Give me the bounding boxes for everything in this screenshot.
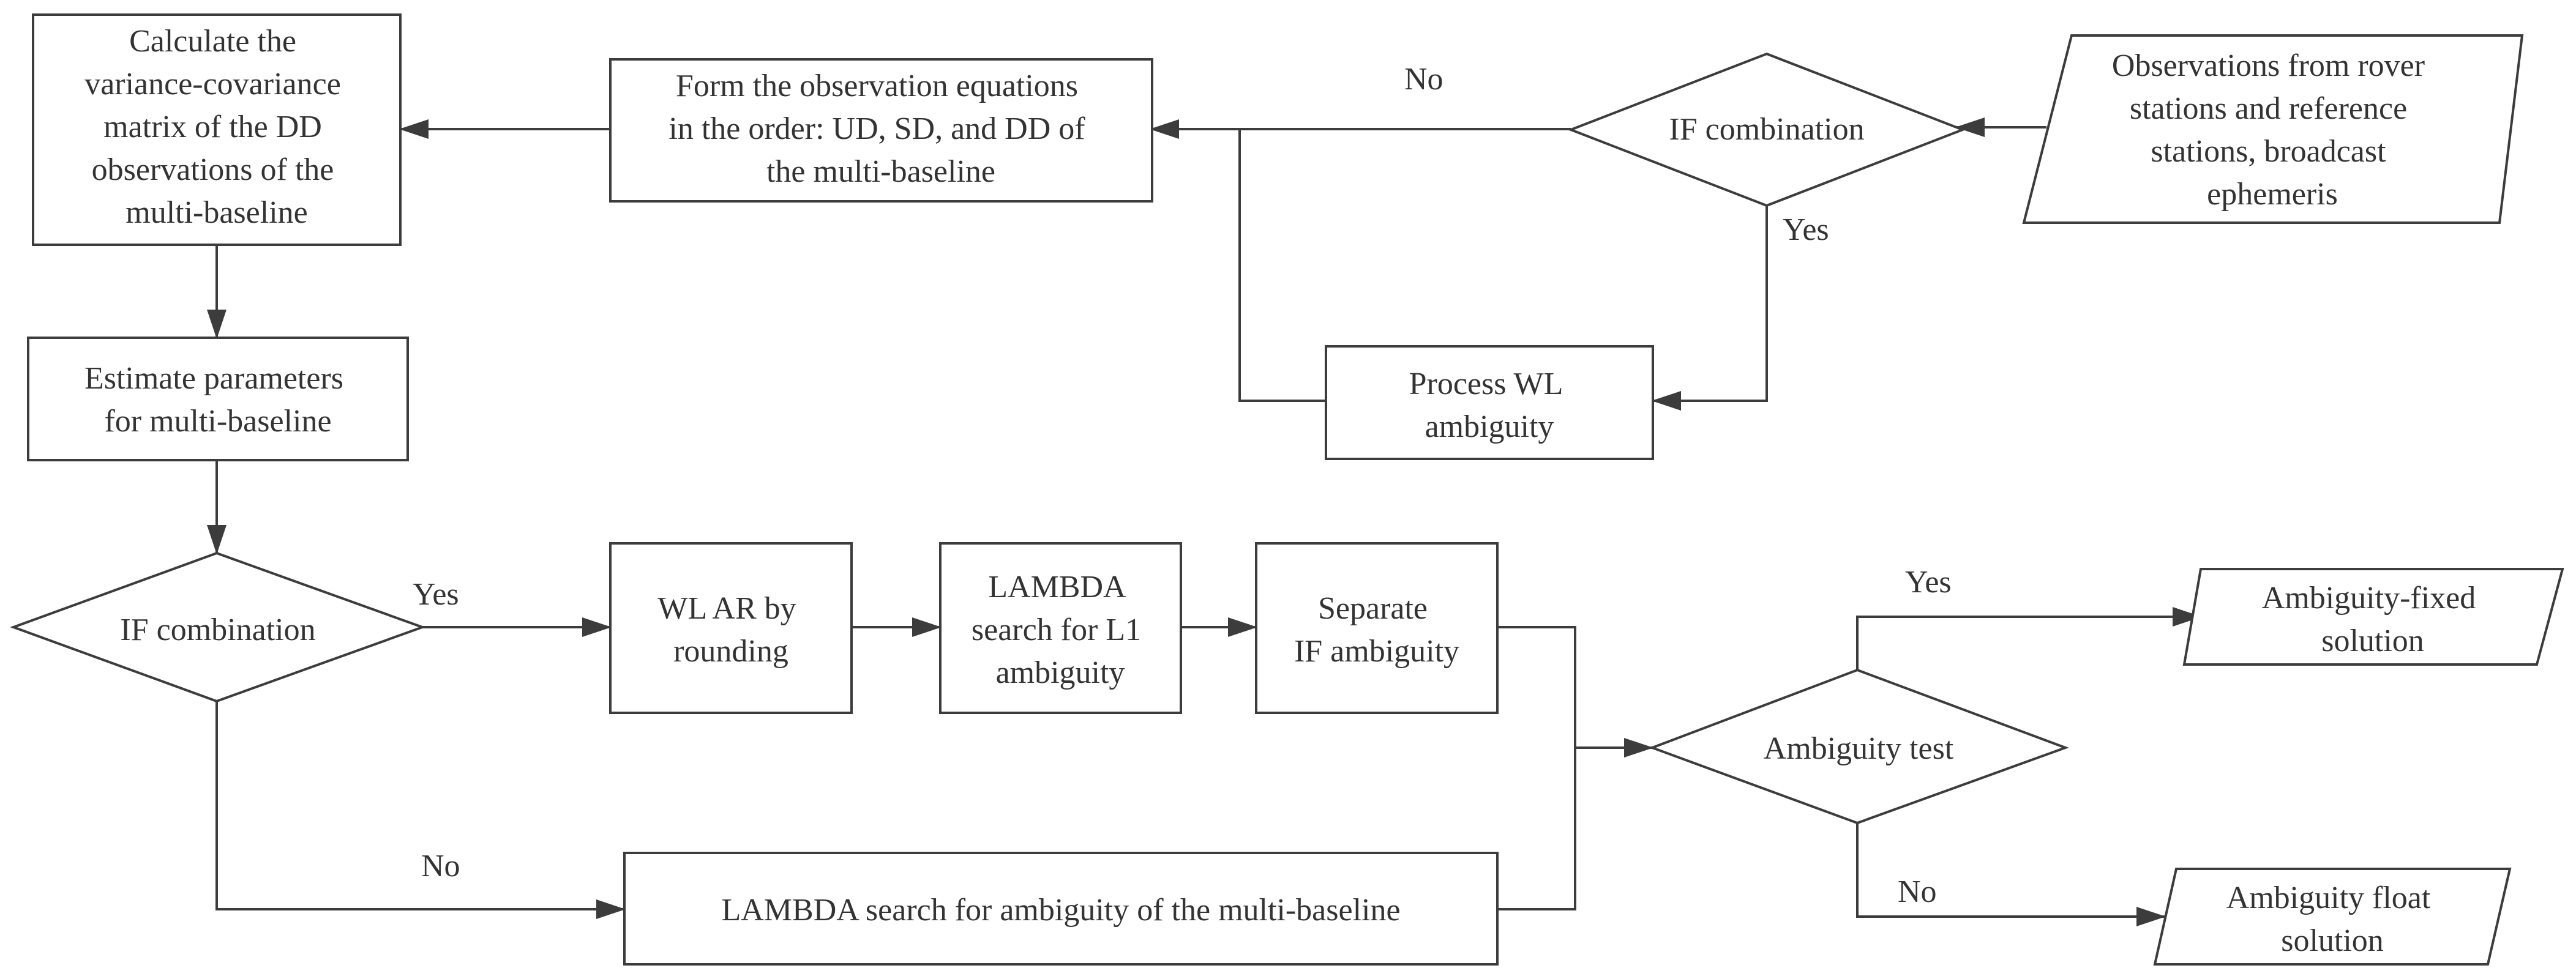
- form-obs-line-1: Form the observation equations: [676, 69, 1078, 103]
- svg-text:Observations from rover: Observations from rover stations and ref…: [2112, 48, 2433, 212]
- observations-line-3: stations, broadcast: [2151, 134, 2386, 169]
- edge-label-if-top-yes: Yes: [1783, 212, 1829, 247]
- node-process-wl: Process WL ambiguity: [1325, 345, 1654, 460]
- amb-float-line-1: Ambiguity float: [2226, 880, 2431, 915]
- node-amb-test: Ambiguity test: [1649, 668, 2069, 825]
- node-calc-vcm: Calculate the variance-covariance matrix…: [32, 13, 402, 246]
- amb-float-line-2: solution: [2281, 923, 2384, 958]
- observations-line-2: stations and reference: [2130, 91, 2407, 126]
- separate-if-line-2: IF ambiguity: [1294, 634, 1459, 669]
- calc-vcm-line-2: variance-covariance: [84, 67, 341, 102]
- node-amb-float: Ambiguity float solution: [2153, 868, 2512, 966]
- amb-fixed-line-1: Ambiguity-fixed: [2262, 581, 2476, 616]
- node-lambda-l1: LAMBDA search for L1 ambiguity: [939, 542, 1182, 714]
- edge-test-yes-to-fixed: [1856, 607, 2202, 670]
- process-wl-line-2: ambiguity: [1425, 409, 1554, 444]
- edge-if-top-yes-to-process-wl: [1652, 206, 1768, 411]
- node-estimate: Estimate parameters for multi-baseline: [27, 337, 409, 461]
- node-separate-if: Separate IF ambiguity: [1255, 542, 1499, 714]
- svg-text:Separate IF ambiguity: Separate IF ambiguity: [1294, 591, 1459, 669]
- svg-text:Form the observation equations: Form the observation equations in the or…: [668, 69, 1093, 189]
- svg-text:Estimate parameters for: Estimate parameters for multi-baseline: [84, 361, 351, 439]
- edge-test-no-to-float: [1856, 823, 2166, 926]
- amb-test-label: Ambiguity test: [1764, 731, 1954, 766]
- calc-vcm-line-3: matrix of the DD: [103, 110, 322, 144]
- edge-label-if-bottom-yes: Yes: [413, 577, 459, 612]
- connectors: [207, 117, 2202, 926]
- edge-separate-if-to-merge: [1497, 626, 1576, 910]
- estimate-line-1: Estimate parameters: [84, 361, 343, 396]
- node-observations: Observations from rover stations and ref…: [2022, 34, 2524, 224]
- if-top-label: IF combination: [1669, 112, 1864, 147]
- edge-label-test-no: No: [1898, 874, 1937, 909]
- svg-text:Process WL ambiguity: Process WL ambiguity: [1409, 367, 1570, 444]
- svg-text:LAMBDA search for L1: LAMBDA search for L1 ambiguity: [972, 570, 1149, 690]
- node-form-obs: Form the observation equations in the or…: [609, 58, 1153, 203]
- form-obs-line-3: the multi-baseline: [766, 154, 995, 189]
- svg-text:Ambiguity float solution: Ambiguity float solution: [2226, 880, 2439, 958]
- calc-vcm-line-4: observations of the: [92, 152, 334, 187]
- svg-text:Calculate the variance-c: Calculate the variance-covariance matrix…: [84, 24, 349, 230]
- observations-line-1: Observations from rover: [2112, 48, 2425, 83]
- calc-vcm-line-5: multi-baseline: [125, 195, 307, 230]
- node-amb-fixed: Ambiguity-fixed solution: [2182, 568, 2564, 666]
- separate-if-line-1: Separate: [1318, 591, 1428, 626]
- wl-ar-line-2: rounding: [673, 634, 788, 669]
- if-bottom-label: IF combination: [120, 612, 315, 647]
- node-lambda-multi: LAMBDA search for ambiguity of the multi…: [623, 852, 1499, 966]
- node-if-top: IF combination: [1567, 52, 1966, 207]
- lambda-l1-line-3: ambiguity: [996, 655, 1125, 690]
- lambda-multi-label: LAMBDA search for ambiguity of the multi…: [721, 893, 1400, 928]
- edge-label-test-yes: Yes: [1905, 565, 1952, 600]
- calc-vcm-line-1: Calculate the: [129, 24, 296, 59]
- amb-fixed-line-2: solution: [2321, 624, 2424, 658]
- edge-process-wl-to-form-obs: [1238, 129, 1326, 402]
- svg-text:Ambiguity-fixed solution: Ambiguity-fixed solution: [2262, 581, 2484, 658]
- edge-labels: No Yes Yes No Yes No: [413, 62, 1952, 909]
- node-if-bottom: IF combination: [10, 551, 426, 703]
- process-wl-line-1: Process WL: [1409, 367, 1562, 401]
- form-obs-line-2: in the order: UD, SD, and DD of: [668, 111, 1085, 146]
- node-wl-ar: WL AR by rounding: [609, 542, 853, 714]
- observations-line-4: ephemeris: [2207, 177, 2338, 212]
- wl-ar-line-1: WL AR by: [657, 591, 796, 626]
- lambda-l1-line-1: LAMBDA: [988, 570, 1126, 605]
- edge-label-if-top-no: No: [1404, 62, 1443, 97]
- svg-text:WL AR by rounding: WL AR by rounding: [657, 591, 804, 669]
- edge-label-if-bottom-no: No: [421, 849, 460, 884]
- estimate-line-2: for multi-baseline: [104, 404, 331, 439]
- edge-if-bottom-no-to-lambda-multi: [215, 701, 626, 919]
- lambda-l1-line-2: search for L1: [972, 612, 1141, 647]
